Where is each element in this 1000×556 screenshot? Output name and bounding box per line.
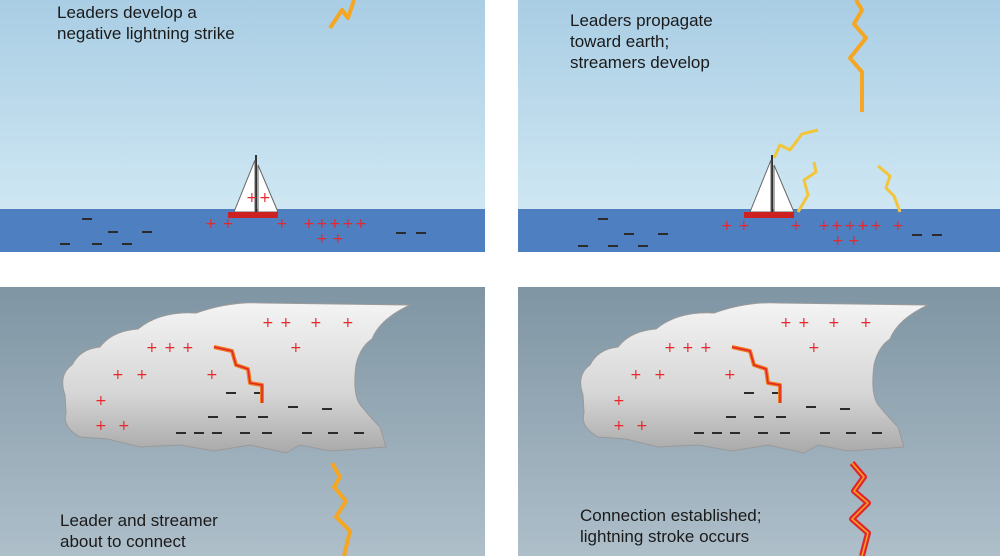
- svg-text:+: +: [808, 340, 820, 356]
- negative-charges: [60, 218, 426, 245]
- svg-text:+: +: [182, 340, 194, 356]
- svg-text:+: +: [95, 418, 107, 434]
- svg-text:+: +: [246, 190, 258, 206]
- svg-text:+: +: [870, 218, 882, 234]
- svg-text:+: +: [818, 218, 830, 234]
- svg-text:+: +: [206, 367, 218, 383]
- svg-text:+: +: [146, 340, 158, 356]
- svg-text:+: +: [262, 315, 274, 331]
- svg-text:+: +: [828, 315, 840, 331]
- svg-text:+: +: [290, 340, 302, 356]
- svg-text:+: +: [832, 233, 844, 249]
- svg-text:+: +: [332, 231, 344, 247]
- thundercloud: [580, 302, 929, 454]
- svg-text:+: +: [310, 315, 322, 331]
- svg-text:+: +: [700, 340, 712, 356]
- svg-text:+: +: [790, 218, 802, 234]
- caption-leaders-propagate: Leaders propagate toward earth; streamer…: [570, 11, 713, 72]
- svg-text:+: +: [724, 367, 736, 383]
- svg-text:+: +: [222, 216, 234, 232]
- svg-text:+: +: [164, 340, 176, 356]
- svg-text:+: +: [112, 367, 124, 383]
- svg-text:+: +: [630, 367, 642, 383]
- svg-text:+: +: [844, 218, 856, 234]
- svg-text:+: +: [892, 218, 904, 234]
- svg-text:+: +: [205, 216, 217, 232]
- in-cloud-channel-core: [213, 346, 263, 403]
- svg-text:+: +: [831, 218, 843, 234]
- svg-text:+: +: [860, 315, 872, 331]
- svg-text:+: +: [654, 367, 666, 383]
- in-cloud-channel-core: [731, 346, 781, 403]
- svg-text:+: +: [342, 216, 354, 232]
- svg-text:+: +: [682, 340, 694, 356]
- panel-2-illustration: +++ ++++++ ++: [518, 0, 1000, 252]
- panel-4-illustration: + + + + + + + + + + + + + +: [518, 287, 1000, 556]
- caption-leader-streamer-connect: Leader and streamer about to connect: [60, 511, 218, 551]
- positive-charges: +++ ++++++ ++: [721, 218, 904, 249]
- cloud-positive-charges: + + + + + + + + + + + + + +: [95, 315, 354, 434]
- caption-connection-established: Connection established; lightning stroke…: [580, 506, 762, 546]
- svg-text:+: +: [118, 418, 130, 434]
- svg-text:+: +: [738, 218, 750, 234]
- svg-text:+: +: [95, 393, 107, 409]
- svg-text:+: +: [316, 216, 328, 232]
- panel-leader-streamer-connect: + + + + + + + + + + + + + + Leader and streamer a…: [0, 287, 485, 556]
- positive-charges: +++ +++++ ++: [205, 216, 367, 247]
- svg-text:+: +: [355, 216, 367, 232]
- lightning-stroke-core: [851, 462, 869, 556]
- svg-text:+: +: [613, 393, 625, 409]
- svg-text:+: +: [613, 418, 625, 434]
- panel-connection-established: + + + + + + + + + + + + + + Connection establishe…: [518, 287, 1000, 556]
- svg-text:+: +: [316, 231, 328, 247]
- sailboat: + +: [228, 155, 279, 218]
- svg-text:+: +: [721, 218, 733, 234]
- panel-leaders-develop: + + +++ +++++ ++ Leaders develop a negat…: [0, 0, 485, 252]
- negative-charges: [578, 218, 942, 247]
- svg-text:+: +: [636, 418, 648, 434]
- leader-bolt: [330, 462, 352, 556]
- sky: [518, 0, 1000, 210]
- thundercloud: [62, 302, 411, 454]
- svg-text:+: +: [303, 216, 315, 232]
- leader-bolt: [328, 0, 356, 30]
- cloud-positive-charges: + + + + + + + + + + + + + +: [613, 315, 872, 434]
- panel-3-illustration: + + + + + + + + + + + + + +: [0, 287, 485, 556]
- sailboat: [744, 155, 795, 218]
- svg-text:+: +: [276, 216, 288, 232]
- caption-leaders-develop: Leaders develop a negative lightning str…: [57, 3, 235, 43]
- svg-text:+: +: [136, 367, 148, 383]
- cloud-negative-charges: [694, 392, 882, 434]
- panel-1-illustration: + + +++ +++++ ++: [0, 0, 485, 252]
- svg-text:+: +: [329, 216, 341, 232]
- leader-bolt: [848, 0, 868, 112]
- svg-text:+: +: [342, 315, 354, 331]
- panel-leaders-propagate: +++ ++++++ ++ Leaders propagate toward e…: [518, 0, 1000, 252]
- svg-text:+: +: [664, 340, 676, 356]
- streamers: [772, 128, 902, 213]
- svg-text:+: +: [259, 190, 271, 206]
- svg-text:+: +: [280, 315, 292, 331]
- sky: [0, 0, 485, 210]
- svg-text:+: +: [848, 233, 860, 249]
- svg-text:+: +: [798, 315, 810, 331]
- svg-text:+: +: [780, 315, 792, 331]
- svg-text:+: +: [857, 218, 869, 234]
